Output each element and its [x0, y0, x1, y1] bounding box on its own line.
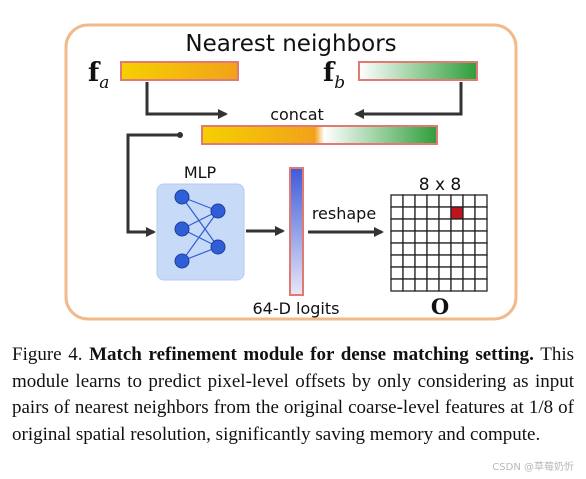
- grid-cell: [438, 278, 452, 292]
- grid-cell: [414, 266, 428, 280]
- grid-cell: [414, 230, 428, 244]
- fa-feature-bar: [120, 61, 239, 81]
- grid-cell: [474, 266, 488, 280]
- fa-to-concat-arrow: [145, 82, 228, 119]
- grid-cell: [414, 242, 428, 256]
- concat-feature-bar: [201, 125, 438, 145]
- grid-cell: [390, 230, 404, 244]
- grid-cell: [462, 278, 476, 292]
- grid-cell: [450, 242, 464, 256]
- caption-label: Figure 4.: [12, 344, 83, 365]
- grid-cell: [426, 194, 440, 208]
- grid-cell: [426, 206, 440, 220]
- match-refinement-diagram: Nearest neighbors fa fb concat MLP 6: [64, 23, 518, 321]
- grid-cell: [462, 242, 476, 256]
- grid-cell: [474, 278, 488, 292]
- diagram-title: Nearest neighbors: [185, 31, 396, 57]
- grid-cell: [426, 266, 440, 280]
- grid-cell: [402, 278, 416, 292]
- grid-cell: [426, 218, 440, 232]
- concat-label: concat: [270, 105, 324, 124]
- grid-cell: [390, 242, 404, 256]
- grid-cell: [462, 266, 476, 280]
- output-symbol: O: [431, 294, 449, 319]
- grid-size-label: 8 x 8: [419, 175, 462, 195]
- mlp-input-node: [174, 189, 190, 205]
- fb-to-concat-arrow: [354, 82, 463, 119]
- grid-highlight-cell: [450, 206, 464, 220]
- grid-cell: [426, 230, 440, 244]
- grid-cell: [402, 218, 416, 232]
- grid-cell: [414, 218, 428, 232]
- fa-label: fa: [88, 58, 109, 93]
- mlp-input-node: [174, 221, 190, 237]
- grid-cell: [438, 206, 452, 220]
- grid-cell: [474, 230, 488, 244]
- grid-cell: [462, 254, 476, 268]
- grid-cell: [390, 266, 404, 280]
- grid-cell: [474, 254, 488, 268]
- grid-cell: [450, 218, 464, 232]
- fa-symbol: f: [88, 58, 101, 88]
- grid-cell: [402, 242, 416, 256]
- grid-cell: [438, 254, 452, 268]
- mlp-output-node: [210, 203, 226, 219]
- watermark: CSDN @草莓奶忻: [492, 462, 574, 473]
- logits-bar: [289, 167, 304, 296]
- grid-cell: [438, 266, 452, 280]
- mlp-nodes: [174, 189, 226, 269]
- grid-cell: [402, 266, 416, 280]
- grid-cell: [390, 254, 404, 268]
- fb-symbol: f: [323, 58, 336, 88]
- fb-subscript: b: [334, 73, 345, 93]
- output-grid: [390, 194, 488, 292]
- grid-cell: [450, 278, 464, 292]
- figure-caption: Figure 4. Match refinement module for de…: [12, 342, 574, 448]
- grid-cell: [450, 266, 464, 280]
- grid-cell: [426, 254, 440, 268]
- grid-cell: [462, 218, 476, 232]
- grid-cell: [390, 194, 404, 208]
- outer-frame: [64, 23, 518, 321]
- grid-cell: [450, 194, 464, 208]
- grid-cell: [414, 206, 428, 220]
- mlp-box: [156, 183, 245, 281]
- grid-cell: [474, 242, 488, 256]
- concat-to-mlp-arrow: [126, 133, 180, 237]
- grid-cell: [390, 278, 404, 292]
- grid-cell: [426, 242, 440, 256]
- grid-cell: [402, 194, 416, 208]
- grid-cell: [414, 254, 428, 268]
- grid-cell: [414, 278, 428, 292]
- grid-cell: [438, 194, 452, 208]
- grid-cell: [474, 206, 488, 220]
- grid-cell: [462, 206, 476, 220]
- mlp-input-node: [174, 253, 190, 269]
- fa-subscript: a: [99, 73, 109, 93]
- grid-cell: [438, 218, 452, 232]
- logits-label: 64-D logits: [253, 299, 340, 318]
- grid-cell: [402, 230, 416, 244]
- grid-cell: [390, 206, 404, 220]
- grid-cell: [390, 218, 404, 232]
- grid-cell: [462, 230, 476, 244]
- mlp-output-node: [210, 239, 226, 255]
- grid-cell: [426, 278, 440, 292]
- grid-cell: [438, 230, 452, 244]
- grid-cell: [474, 194, 488, 208]
- reshape-label: reshape: [312, 204, 376, 223]
- caption-body: This module learns to predict pixel-leve…: [12, 344, 574, 445]
- fb-label: fb: [323, 58, 345, 93]
- grid-cell: [450, 254, 464, 268]
- mlp-label: MLP: [184, 163, 217, 182]
- caption-title: Match refinement module for dense matchi…: [89, 344, 534, 365]
- grid-cell: [414, 194, 428, 208]
- grid-cell: [402, 206, 416, 220]
- grid-cell: [474, 218, 488, 232]
- grid-cell: [462, 194, 476, 208]
- fb-feature-bar: [358, 61, 478, 81]
- grid-cell: [438, 242, 452, 256]
- grid-cell: [402, 254, 416, 268]
- grid-cell: [450, 230, 464, 244]
